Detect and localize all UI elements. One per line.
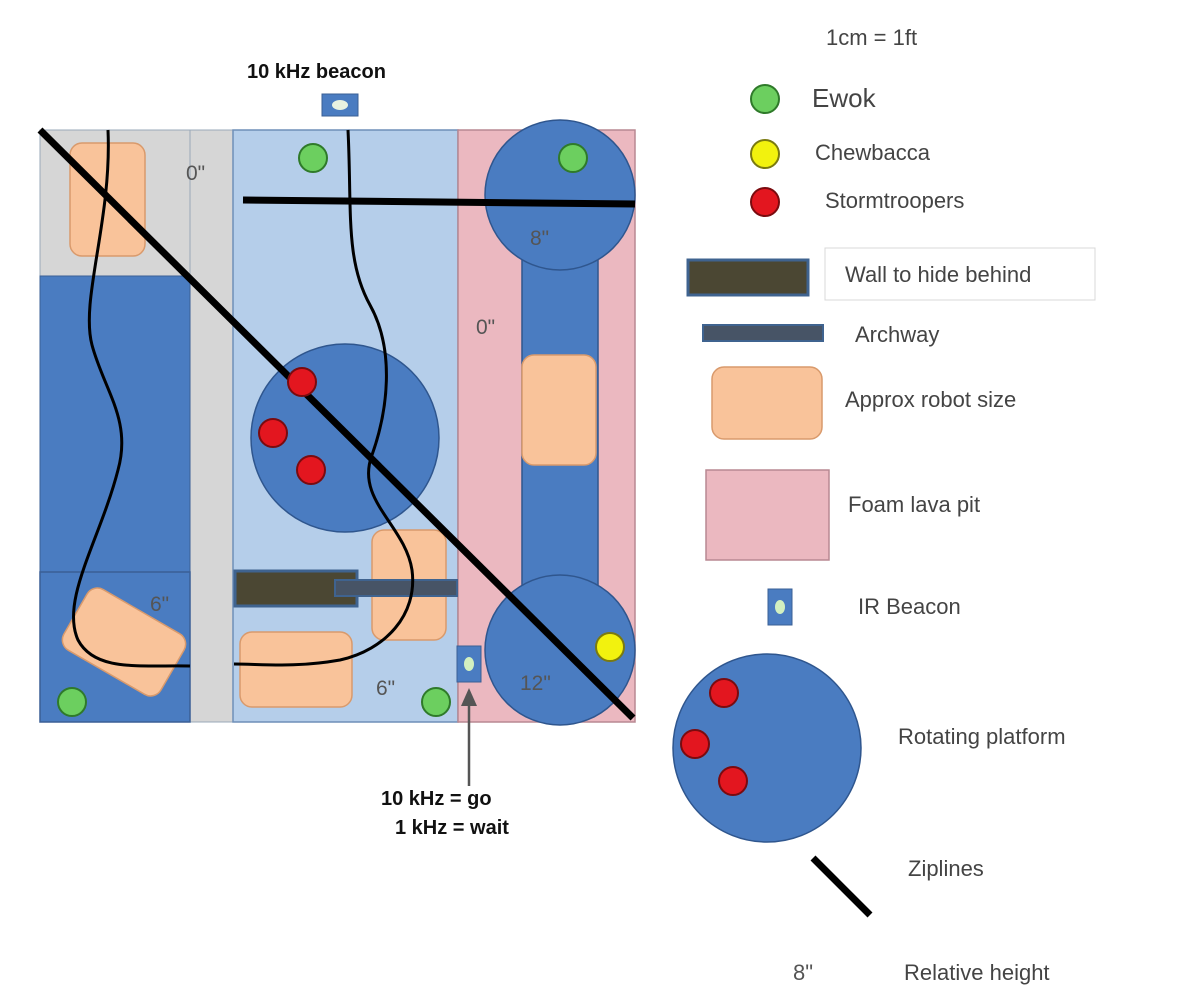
height-gray-top: 0" (186, 162, 205, 185)
legend-ewok-label: Ewok (812, 83, 877, 113)
top-beacon-label: 10 kHz beacon (247, 61, 386, 83)
gray-strip-right (189, 129, 234, 723)
gate-beacon-arrow-head (461, 688, 477, 706)
signal-wait-label: 1 kHz = wait (395, 817, 509, 839)
legend-chewbacca-label: Chewbacca (815, 140, 931, 165)
legend-ir-beacon-label: IR Beacon (858, 594, 961, 619)
legend-robot-icon (711, 366, 823, 440)
legend-lava-icon (705, 469, 830, 561)
legend-ewok-icon (750, 84, 780, 114)
center-winding-path (233, 129, 415, 667)
legend-platform-stormtrooper-3 (718, 766, 748, 796)
legend: 1cm = 1ft Ewok Chewbacca Stormtroopers W… (672, 25, 1096, 985)
archway (334, 579, 458, 597)
top-ir-beacon-lens (332, 100, 348, 110)
stormtrooper-1 (287, 367, 317, 397)
arena: 0" 0" 8" 6" 6" 12" 10 kHz beacon 10 kHz … (37, 61, 636, 839)
ewok-left-bottom (57, 687, 87, 717)
legend-chewbacca-icon (750, 139, 780, 169)
robot-left-lower (61, 587, 187, 697)
main-zipline (37, 127, 636, 721)
robot-bridge (521, 354, 597, 466)
ewok-center-top (298, 143, 328, 173)
legend-wall-label: Wall to hide behind (845, 262, 1031, 287)
gate-ir-beacon-lens (464, 657, 474, 671)
legend-stormtroopers-icon (750, 187, 780, 217)
robot-center-bottom (239, 631, 353, 708)
chewbacca (595, 632, 625, 662)
scale-note: 1cm = 1ft (826, 25, 917, 50)
legend-height-label: Relative height (904, 960, 1050, 985)
ewok-right-top (558, 143, 588, 173)
legend-wall-label-box (824, 247, 1096, 301)
legend-archway-icon (702, 324, 824, 342)
legend-lava-label: Foam lava pit (848, 492, 980, 517)
height-center-lower: 6" (376, 677, 395, 700)
legend-archway-label: Archway (855, 322, 939, 347)
legend-zipline-icon (810, 855, 873, 918)
height-top-platform: 8" (530, 227, 549, 250)
left-winding-path (72, 129, 191, 668)
ewok-center-bottom (421, 687, 451, 717)
top-platform (484, 119, 636, 271)
height-pink-mid: 0" (476, 316, 495, 339)
signal-go-label: 10 kHz = go (381, 788, 492, 810)
stormtrooper-2 (258, 418, 288, 448)
legend-ir-beacon-lens (775, 600, 785, 614)
legend-platform-label: Rotating platform (898, 724, 1066, 749)
stormtrooper-3 (296, 455, 326, 485)
legend-height-sample: 8" (793, 960, 813, 985)
left-blue-area (39, 275, 191, 573)
legend-platform-stormtrooper-2 (680, 729, 710, 759)
legend-stormtroopers-label: Stormtroopers (825, 188, 964, 213)
legend-robot-label: Approx robot size (845, 387, 1016, 412)
legend-platform-stormtrooper-1 (709, 678, 739, 708)
height-bottom-platform: 12" (520, 672, 551, 695)
legend-wall-icon (686, 258, 810, 297)
legend-ziplines-label: Ziplines (908, 856, 984, 881)
height-left-lower: 6" (150, 593, 169, 616)
top-archway-line (242, 196, 636, 208)
